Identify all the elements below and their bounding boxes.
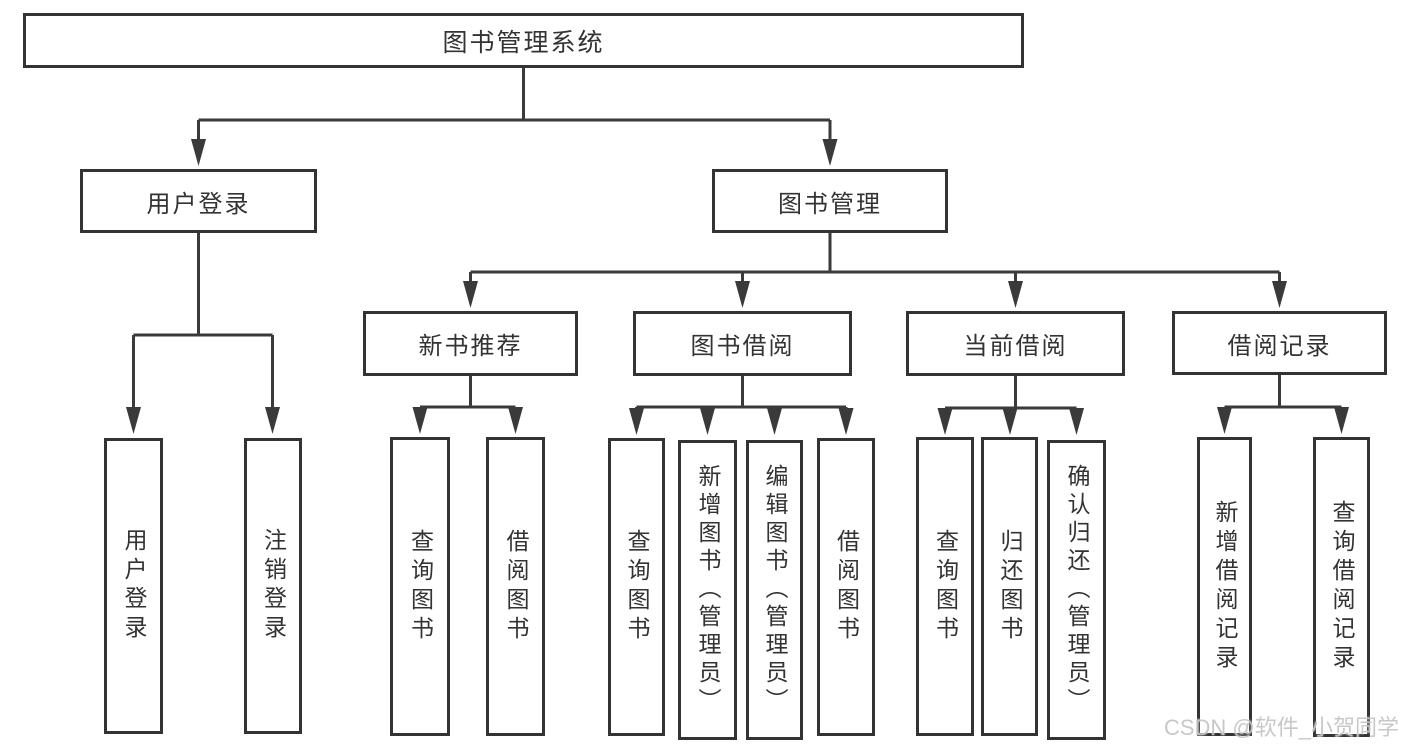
leaf-query-borrow-record-label: 查询借阅记录 [1329,500,1355,674]
connector-bookborrow-children [635,376,848,411]
node-borrow-records: 借阅记录 [1172,311,1387,375]
leaf-user-login: 用户登录 [104,438,163,734]
leaf-borrow-books-borrowing-label: 借阅图书 [833,529,860,645]
leaf-query-books-current-label: 查询图书 [932,528,959,645]
connector-currentborrow-children [943,376,1078,412]
connector-newbooks-children [418,376,517,411]
leaf-query-books-newbooks: 查询图书 [390,437,450,736]
connector-root-to-level2 [197,66,832,144]
node-book-management: 图书管理 [712,169,948,233]
leaf-logout: 注销登录 [244,438,302,734]
connector-records-children [1223,375,1343,411]
leaf-borrow-books-newbooks-label: 借阅图书 [503,528,529,645]
node-library-system-label: 图书管理系统 [442,28,605,57]
leaf-add-books-admin-label: 新增图书（管理员） [695,464,721,716]
leaf-user-login-label: 用户登录 [121,528,147,644]
leaf-borrow-books-newbooks: 借阅图书 [486,437,545,736]
leaf-confirm-return-admin: 确认归还（管理员） [1047,440,1106,740]
leaf-query-books-borrowing-label: 查询图书 [624,529,650,645]
leaf-query-books-borrowing: 查询图书 [608,438,665,736]
leaf-return-books: 归还图书 [981,437,1038,736]
node-user-login: 用户登录 [80,169,317,233]
leaf-add-books-admin: 新增图书（管理员） [678,440,737,740]
leaf-add-borrow-record: 新增借阅记录 [1197,437,1252,736]
node-book-borrowing: 图书借阅 [633,311,852,376]
leaf-query-books-current: 查询图书 [916,437,974,736]
node-book-borrowing-label: 图书借阅 [690,333,795,360]
leaf-confirm-return-admin-label: 确认归还（管理员） [1064,464,1090,716]
node-book-management-label: 图书管理 [778,190,882,218]
leaf-borrow-books-borrowing: 借阅图书 [817,438,875,736]
leaf-return-books-label: 归还图书 [997,528,1023,645]
connector-bookmgmt-to-level3 [469,233,1281,284]
node-user-login-label: 用户登录 [146,190,251,218]
leaf-logout-label: 注销登录 [260,528,287,644]
node-new-book-recommend-label: 新书推荐 [418,333,523,360]
node-current-borrowing-label: 当前借阅 [963,333,1068,360]
node-new-book-recommend: 新书推荐 [363,311,578,376]
node-current-borrowing: 当前借阅 [906,311,1125,376]
csdn-watermark: CSDN @软件_小贺同学 [1163,715,1399,740]
leaf-query-borrow-record: 查询借阅记录 [1313,437,1370,737]
node-library-system: 图书管理系统 [23,13,1024,68]
connector-userlogin-children [132,233,274,409]
leaf-edit-books-admin-label: 编辑图书（管理员） [762,464,788,716]
leaf-add-borrow-record-label: 新增借阅记录 [1212,499,1238,674]
leaf-edit-books-admin: 编辑图书（管理员） [746,440,803,740]
leaf-query-books-newbooks-label: 查询图书 [407,528,434,645]
node-borrow-records-label: 借阅记录 [1227,332,1332,360]
